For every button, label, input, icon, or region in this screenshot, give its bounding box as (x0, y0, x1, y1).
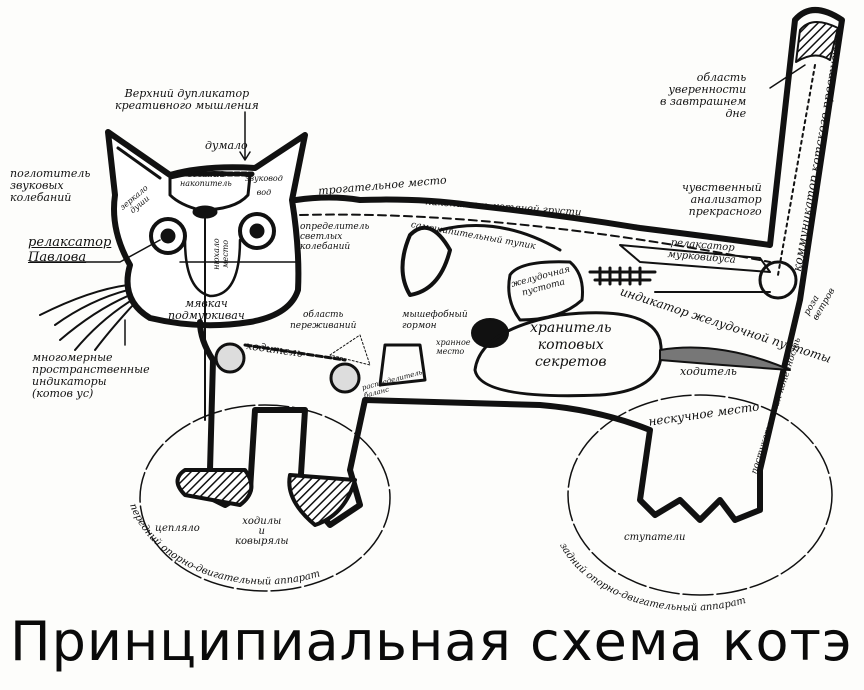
label-front-apparatus: передний опорно-двигательный аппарат (127, 502, 321, 587)
label-dumalo: думало (205, 139, 248, 152)
front-support-circle (139, 404, 391, 592)
label-steppers: ступатели (624, 532, 686, 543)
label-walker-back: ходитель (680, 365, 737, 378)
label-grabber: цепляло (155, 523, 200, 534)
label-rear-apparatus: задний опорно-двигательный аппарат (557, 541, 747, 614)
cat-body (182, 7, 845, 528)
cat-head (105, 129, 308, 329)
diagram-title: Принципиальная схема котэ (10, 610, 853, 673)
rear-support-circle (567, 394, 833, 596)
